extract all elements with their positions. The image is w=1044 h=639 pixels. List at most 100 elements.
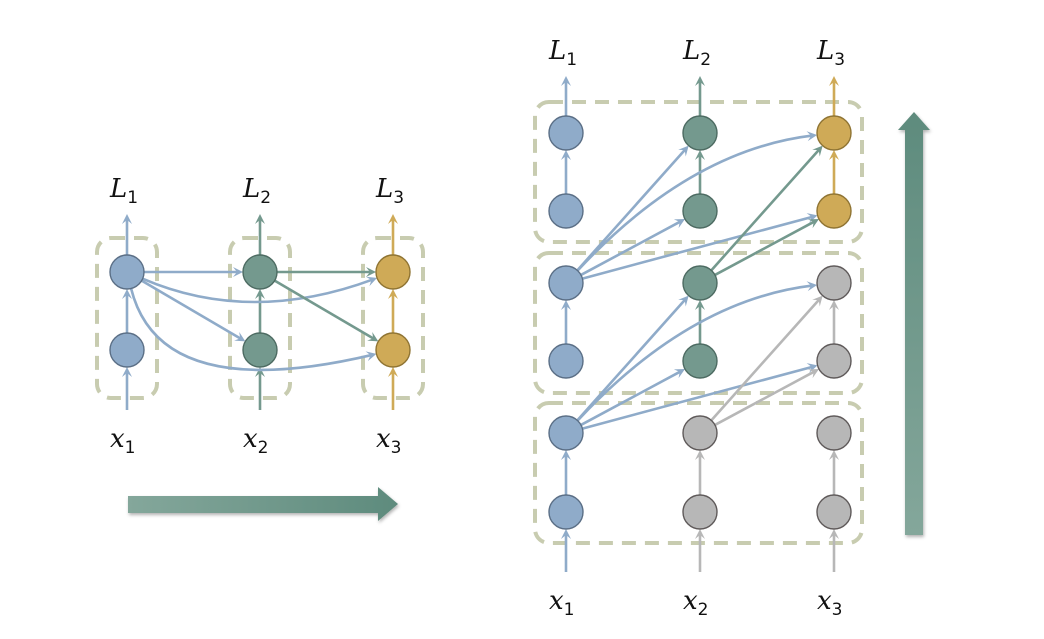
arrowhead-icon: [255, 289, 265, 299]
right-edge-b2-to-m3-bottom: [714, 369, 817, 427]
right-edge-b1-to-m3-bottom: [582, 365, 815, 430]
left-node-top-3: [375, 254, 411, 290]
left-input-label-1: x1: [110, 424, 136, 458]
arrowhead-icon: [695, 450, 705, 460]
arrowhead-icon: [806, 363, 818, 373]
arrowhead-icon: [806, 281, 818, 292]
arrowhead-icon: [388, 289, 398, 299]
left-input-label-3: x3: [376, 424, 402, 458]
right-middle-node-bottom-3: [816, 343, 852, 379]
right-input-label-3: x3: [817, 586, 843, 620]
left-output-label-2: L2: [242, 174, 271, 208]
left-node-top-1: [109, 254, 145, 290]
left-diagram: L1 L2 L3 x1 x2 x3: [95, 174, 425, 521]
left-group-box-3: [361, 236, 425, 400]
arrowhead-icon: [812, 145, 823, 157]
right-middle-node-top-2: [682, 265, 718, 301]
arrowhead-icon: [255, 214, 265, 224]
right-middle-node-bottom-1: [548, 343, 584, 379]
arrowhead-icon: [367, 332, 379, 342]
arrowhead-icon: [233, 267, 243, 277]
arrowhead-icon: [561, 300, 571, 310]
direction-arrow-right-icon: [128, 487, 398, 521]
arrowhead-icon: [234, 332, 246, 342]
right-edge-m2-to-t3-top: [710, 147, 821, 272]
arrowhead-icon: [388, 214, 398, 224]
right-edge-b2-to-m3-top: [710, 297, 821, 422]
right-output-label-2: L2: [682, 36, 711, 70]
right-edge-m1-to-t3-top: [576, 134, 814, 272]
arrowhead-icon: [255, 367, 265, 377]
arrowhead-icon: [388, 367, 398, 377]
arrowhead-icon: [365, 351, 377, 362]
right-input-label-1: x1: [549, 586, 575, 620]
right-edge-m1-to-t2-bottom: [580, 219, 683, 277]
arrowhead-icon: [561, 529, 571, 539]
arrowhead-icon: [122, 367, 132, 377]
right-edge-m1-to-t3-bottom: [582, 215, 815, 280]
arrowhead-icon: [806, 131, 818, 142]
left-input-label-2: x2: [243, 424, 269, 458]
right-top-node-bottom-1: [548, 193, 584, 229]
right-edge-b1-to-m2-top: [576, 297, 687, 422]
right-input-label-2: x2: [683, 586, 709, 620]
arrowhead-icon: [695, 76, 705, 86]
arrowhead-icon: [122, 289, 132, 299]
right-bottom-node-bottom-3: [816, 494, 852, 530]
arrowhead-icon: [365, 276, 378, 287]
right-bottom-node-top-1: [548, 415, 584, 451]
right-group-box-top: [533, 100, 864, 244]
arrowhead-icon: [695, 529, 705, 539]
arrowhead-icon: [122, 214, 132, 224]
arrowhead-icon: [695, 150, 705, 160]
right-output-label-1: L1: [548, 36, 577, 70]
left-output-label-1: L1: [109, 174, 138, 208]
arrowhead-icon: [561, 450, 571, 460]
right-top-node-top-3: [816, 115, 852, 151]
arrowhead-icon: [366, 267, 376, 277]
right-top-node-bottom-3: [816, 193, 852, 229]
right-edge-m1-to-t2-top: [576, 147, 687, 272]
right-edge-b1-to-m2-bottom: [580, 369, 683, 427]
arrowhead-icon: [829, 450, 839, 460]
arrowhead-icon: [812, 295, 823, 307]
left-node-bottom-3: [375, 332, 411, 368]
arrowhead-icon: [829, 150, 839, 160]
left-edge-1to3-top: [142, 277, 374, 304]
right-bottom-node-bottom-1: [548, 494, 584, 530]
left-group-box-2: [228, 236, 292, 400]
right-group-box-middle: [533, 251, 864, 395]
left-node-bottom-2: [242, 332, 278, 368]
left-output-label-3: L3: [375, 174, 404, 208]
right-top-node-top-2: [682, 115, 718, 151]
right-diagram: L1 L2 L3 x1 x2 x3: [533, 36, 930, 620]
right-bottom-node-top-2: [682, 415, 718, 451]
arrowhead-icon: [829, 300, 839, 310]
arrowhead-icon: [829, 529, 839, 539]
left-group-box-1: [95, 236, 159, 400]
arrowhead-icon: [695, 300, 705, 310]
right-group-box-bottom: [533, 401, 864, 545]
arrowhead-icon: [829, 76, 839, 86]
arrowhead-icon: [673, 219, 686, 229]
right-bottom-node-bottom-2: [682, 494, 718, 530]
left-edge-2to3-bottom: [274, 279, 376, 341]
left-node-top-2: [242, 254, 278, 290]
right-edge-b1-to-m3-top: [576, 284, 814, 422]
right-output-label-3: L3: [816, 36, 845, 70]
right-edge-m2-to-t3-bottom: [714, 219, 817, 277]
right-top-node-top-1: [548, 115, 584, 151]
right-middle-node-top-3: [816, 265, 852, 301]
arrowhead-icon: [678, 145, 689, 157]
arrowhead-icon: [806, 213, 818, 223]
right-middle-node-bottom-2: [682, 343, 718, 379]
left-node-bottom-1: [109, 332, 145, 368]
arrowhead-icon: [807, 219, 820, 229]
direction-arrow-up-icon: [898, 112, 930, 535]
right-bottom-node-top-3: [816, 415, 852, 451]
arrowhead-icon: [673, 369, 686, 379]
arrowhead-icon: [561, 150, 571, 160]
right-top-node-bottom-2: [682, 193, 718, 229]
arrowhead-icon: [807, 369, 820, 379]
